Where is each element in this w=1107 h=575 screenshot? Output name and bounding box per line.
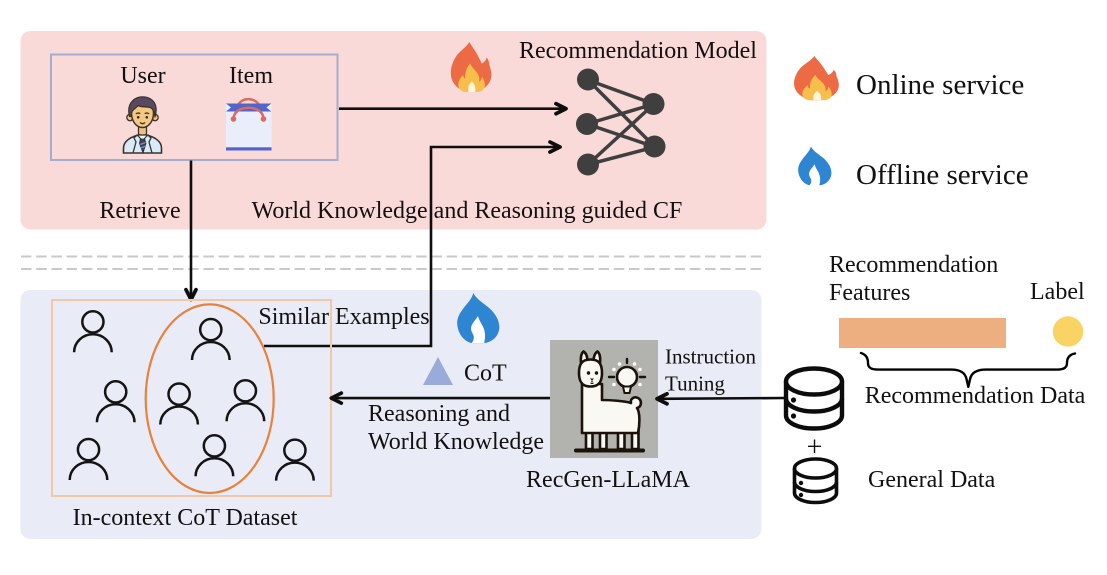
svg-text:Item: Item [229, 63, 273, 89]
svg-text:Reasoning and: Reasoning and [368, 401, 510, 427]
svg-text:Online service: Online service [856, 69, 1024, 101]
svg-text:Features: Features [829, 280, 910, 306]
svg-text:User: User [120, 63, 165, 89]
svg-text:Recommendation Model: Recommendation Model [519, 38, 757, 64]
svg-text:Recommendation: Recommendation [829, 252, 998, 278]
svg-text:World Knowledge: World Knowledge [368, 429, 544, 455]
svg-text:Instruction: Instruction [665, 345, 756, 369]
svg-text:Label: Label [1030, 279, 1085, 305]
svg-text:Retrieve: Retrieve [99, 198, 180, 224]
svg-text:Similar Examples: Similar Examples [258, 304, 429, 330]
svg-text:Offline service: Offline service [856, 159, 1029, 191]
svg-text:World Knowledge and Reasoning: World Knowledge and Reasoning guided CF [252, 198, 683, 224]
svg-text:Recommendation Data: Recommendation Data [865, 383, 1086, 409]
svg-text:+: + [807, 432, 823, 463]
svg-text:General Data: General Data [868, 467, 996, 493]
svg-text:CoT: CoT [464, 361, 507, 387]
svg-text:Tuning: Tuning [665, 372, 725, 396]
svg-text:RecGen-LLaMA: RecGen-LLaMA [526, 467, 691, 493]
svg-text:In-context CoT Dataset: In-context CoT Dataset [73, 505, 298, 531]
